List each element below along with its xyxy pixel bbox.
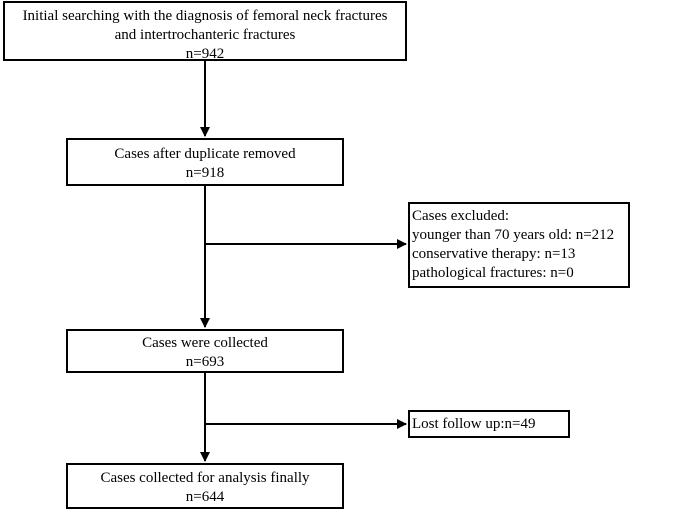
initial-search-count: n=942 [185, 46, 225, 62]
final-analysis-box: Cases collected for analysis finally n=6… [66, 463, 344, 509]
initial-search-line-2: and intertrochanteric fractures [114, 27, 296, 43]
final-analysis-count: n=644 [185, 489, 225, 505]
excluded-conservative-therapy: conservative therapy: n=13 [412, 246, 576, 262]
excluded-pathological-fractures: pathological fractures: n=0 [412, 265, 574, 281]
lost-follow-up-box: Lost follow up:n=49 [408, 410, 570, 438]
lost-follow-up-label: Lost follow up:n=49 [412, 416, 536, 432]
duplicates-removed-count: n=918 [185, 165, 225, 181]
final-analysis-label: Cases collected for analysis finally [100, 470, 310, 486]
initial-search-line-1: Initial searching with the diagnosis of … [22, 8, 388, 24]
duplicates-removed-label: Cases after duplicate removed [114, 146, 296, 162]
collected-cases-label: Cases were collected [142, 335, 268, 351]
excluded-cases-heading: Cases excluded: [412, 208, 510, 224]
collected-cases-box: Cases were collected n=693 [66, 329, 344, 373]
duplicates-removed-box: Cases after duplicate removed n=918 [66, 138, 344, 186]
collected-cases-count: n=693 [185, 354, 225, 370]
initial-search-box: Initial searching with the diagnosis of … [3, 1, 407, 62]
excluded-cases-box: Cases excluded: younger than 70 years ol… [408, 202, 630, 288]
excluded-age-criterion: younger than 70 years old: n=212 [412, 227, 615, 243]
